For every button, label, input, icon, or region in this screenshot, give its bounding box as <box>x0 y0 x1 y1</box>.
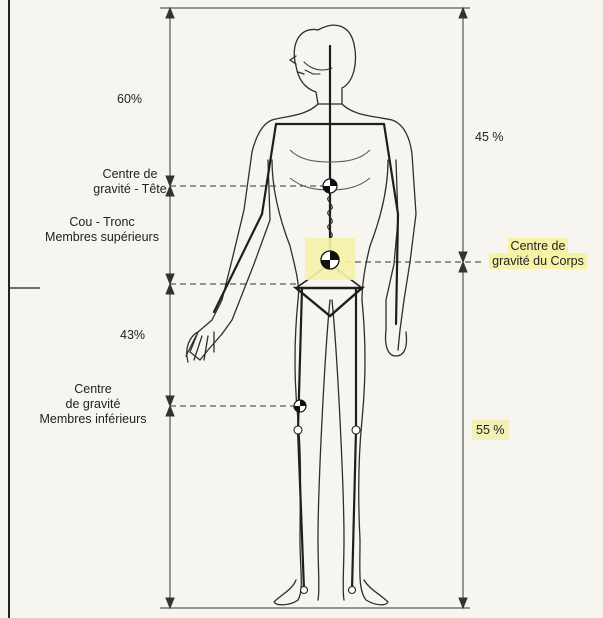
body-gravity-label-line1: Centre de <box>476 239 600 254</box>
body-gravity-label-line2: gravité du Corps <box>476 254 600 269</box>
head-gravity-label: Centre de gravité - Tête <box>84 167 176 197</box>
lower-limbs-gravity-label-line3: Membres inférieurs <box>18 412 168 427</box>
percentage-45-label: 45 % <box>475 130 504 145</box>
lower-limbs-gravity-label: Centre de gravité Membres inférieurs <box>18 382 168 427</box>
lower-gravity-marker <box>294 400 306 412</box>
head-gravity-label-line1: Centre de <box>84 167 176 182</box>
body-gravity-label: Centre de gravité du Corps <box>476 239 600 269</box>
head-gravity-marker <box>323 179 337 193</box>
percentage-55-label: 55 % <box>472 423 509 438</box>
right-dimension-line <box>459 8 467 608</box>
trunk-segment-label: Cou - Tronc Membres supérieurs <box>38 215 166 245</box>
percentage-43-label: 43% <box>120 328 145 343</box>
head-gravity-label-line2: gravité - Tête <box>84 182 176 197</box>
lower-limbs-gravity-label-line1: Centre <box>18 382 168 397</box>
trunk-segment-label-line1: Cou - Tronc <box>38 215 166 230</box>
percentage-60-label: 60% <box>117 92 142 107</box>
spine-detail <box>328 196 333 238</box>
skeleton <box>214 46 398 590</box>
lower-limbs-gravity-label-line2: de gravité <box>18 397 168 412</box>
trunk-segment-label-line2: Membres supérieurs <box>38 230 166 245</box>
left-dimension-line <box>166 8 174 608</box>
body-gravity-marker <box>321 251 339 269</box>
